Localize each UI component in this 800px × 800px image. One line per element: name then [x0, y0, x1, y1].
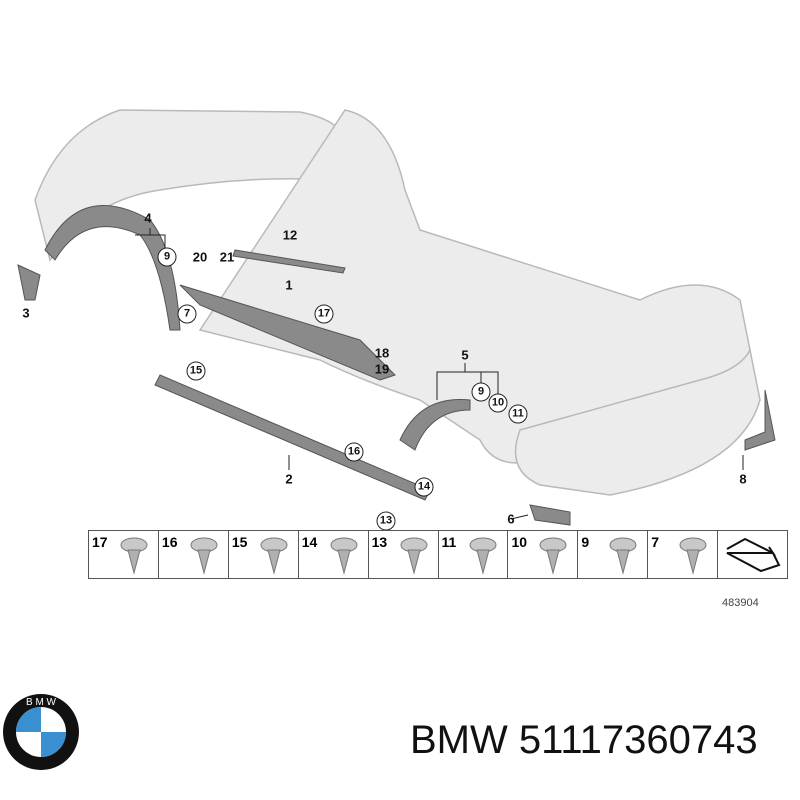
fastener-number: 9	[581, 534, 590, 550]
part-8	[744, 389, 776, 451]
svg-text:B M W: B M W	[26, 697, 57, 708]
orientation-arrow-cell	[718, 531, 787, 578]
callout-19: 19	[374, 361, 390, 377]
fastener-icon	[120, 537, 148, 575]
fastener-number: 17	[92, 534, 108, 550]
callout-5: 5	[461, 347, 469, 363]
callout-13: 13	[376, 511, 396, 531]
fastener-cell-9: 9	[578, 531, 649, 578]
fastener-cell-14: 14	[299, 531, 369, 578]
wheel-arch-rear	[399, 399, 471, 451]
fastener-strip: 17 16 15 14 13 11 10 9 7	[88, 530, 788, 579]
wheel-arch-front	[44, 205, 181, 331]
fastener-cell-17: 17	[89, 531, 159, 578]
callout-7: 7	[177, 304, 197, 324]
fastener-cell-16: 16	[159, 531, 229, 578]
callout-11: 11	[508, 404, 528, 424]
callout-9: 9	[157, 247, 177, 267]
fastener-icon	[330, 537, 358, 575]
fastener-icon	[539, 537, 567, 575]
fastener-icon	[679, 537, 707, 575]
part-3	[17, 264, 41, 301]
callout-16: 16	[344, 442, 364, 462]
fastener-icon	[260, 537, 288, 575]
side-sill-2	[154, 374, 431, 501]
fastener-number: 7	[651, 534, 660, 550]
fastener-number: 13	[371, 534, 388, 550]
callout-1: 1	[285, 277, 293, 293]
callout-8: 8	[739, 471, 747, 487]
fastener-number: 10	[511, 534, 528, 550]
fastener-number: 14	[301, 534, 318, 550]
callout-20: 20	[192, 249, 208, 265]
fastener-number: 15	[231, 534, 248, 550]
side-sill-1	[179, 284, 396, 381]
callout-18: 18	[374, 345, 390, 361]
fastener-number: 11	[441, 534, 457, 550]
diagram-code: 483904	[722, 597, 759, 609]
parts-diagram	[17, 109, 776, 526]
fastener-cell-15: 15	[229, 531, 299, 578]
part-number-title: BMW 51117360743	[410, 718, 758, 762]
callout-14: 14	[414, 477, 434, 497]
callout-21: 21	[219, 249, 235, 265]
fastener-number: 16	[161, 534, 178, 550]
callout-9: 9	[471, 382, 491, 402]
callout-10: 10	[488, 393, 508, 413]
callout-12: 12	[282, 227, 298, 243]
callout-4: 4	[144, 210, 152, 226]
fastener-icon	[469, 537, 497, 575]
strip-12	[232, 249, 346, 274]
fastener-icon	[609, 537, 637, 575]
fastener-cell-7: 7	[648, 531, 719, 578]
bmw-logo: B M W	[3, 694, 79, 770]
callout-15: 15	[186, 361, 206, 381]
callout-6: 6	[507, 511, 515, 527]
fastener-cell-13: 13	[369, 531, 439, 578]
part-6	[529, 504, 571, 526]
fastener-icon	[190, 537, 218, 575]
fastener-cell-11: 11	[439, 531, 509, 578]
fastener-icon	[400, 537, 428, 575]
fastener-cell-10: 10	[508, 531, 579, 578]
rear-bumper	[514, 347, 761, 496]
callout-17: 17	[314, 304, 334, 324]
callout-2: 2	[285, 471, 293, 487]
arrow-icon	[726, 537, 781, 573]
callout-3: 3	[22, 305, 30, 321]
